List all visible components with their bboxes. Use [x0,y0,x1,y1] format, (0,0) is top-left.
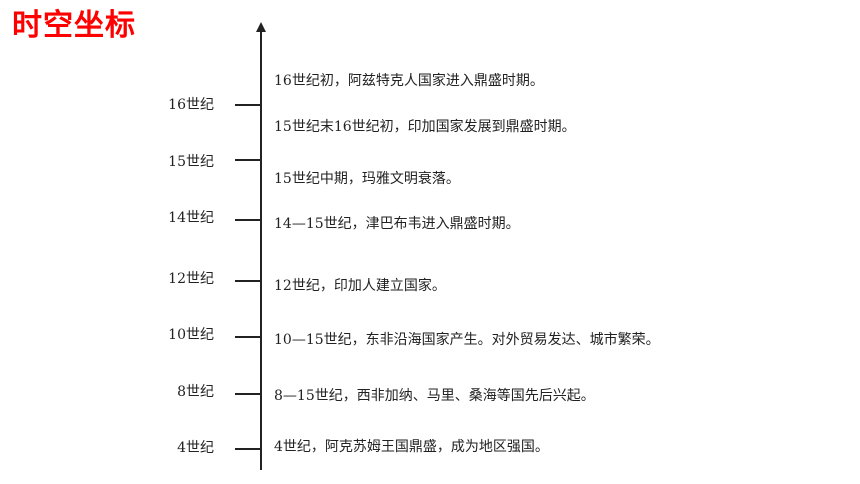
tick-label-12: 12世纪 [168,271,214,287]
tick-mark-10 [235,336,261,338]
tick-label-15: 15世纪 [168,154,214,170]
timeline-axis [260,30,262,470]
tick-mark-15 [235,159,261,161]
tick-label-14: 14世纪 [168,210,214,226]
page-title: 时空坐标 [12,8,136,43]
tick-label-4: 4世纪 [177,440,214,456]
event-item: 10—15世纪，东非沿海国家产生。对外贸易发达、城市繁荣。 [274,332,660,348]
axis-arrowhead [256,22,266,32]
tick-mark-4 [235,448,261,450]
tick-label-10: 10世纪 [168,327,214,343]
event-item: 15世纪末16世纪初，印加国家发展到鼎盛时期。 [274,119,576,135]
tick-label-8: 8世纪 [177,384,214,400]
event-item: 8—15世纪，西非加纳、马里、桑海等国先后兴起。 [274,388,595,404]
tick-mark-12 [235,280,261,282]
event-item: 4世纪，阿克苏姆王国鼎盛，成为地区强国。 [274,439,549,455]
tick-mark-8 [235,393,261,395]
event-item: 15世纪中期，玛雅文明衰落。 [274,171,460,187]
tick-mark-14 [235,219,261,221]
tick-mark-16 [235,104,261,106]
event-item: 16世纪初，阿兹特克人国家进入鼎盛时期。 [274,73,544,89]
tick-label-16: 16世纪 [168,97,214,113]
event-item: 12世纪，印加人建立国家。 [274,278,446,294]
event-item: 14—15世纪，津巴布韦进入鼎盛时期。 [274,216,520,232]
